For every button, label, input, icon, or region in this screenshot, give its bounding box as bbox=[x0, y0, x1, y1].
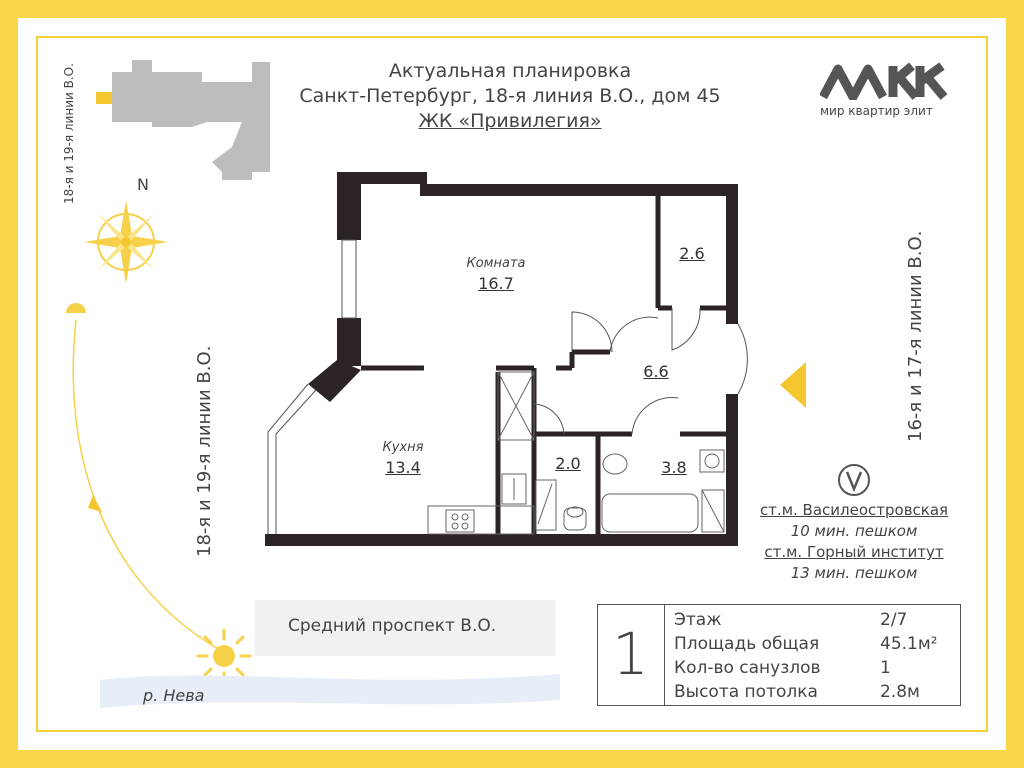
mke-logo-icon bbox=[820, 62, 948, 100]
sun-direction-arrow-icon bbox=[88, 495, 102, 512]
floor-plan bbox=[265, 172, 748, 546]
info-label-area: Площадь общая bbox=[674, 634, 820, 654]
logo-text: мир квартир элит bbox=[820, 104, 933, 118]
room-area-kitchen: 13.4 bbox=[385, 458, 421, 477]
site-map bbox=[96, 60, 270, 180]
info-table bbox=[597, 604, 961, 706]
address: Санкт-Петербург, 18-я линия В.О., дом 45 bbox=[299, 85, 721, 107]
metro-station-1: ст.м. Василеостровская bbox=[759, 501, 949, 519]
rooms-count: 1 bbox=[597, 604, 665, 706]
sun-icon bbox=[196, 628, 252, 684]
room-label-komnata: Комната bbox=[466, 256, 526, 271]
sunrise-icon bbox=[66, 303, 86, 313]
metro-time-2: 13 мин. пешком bbox=[790, 564, 918, 582]
street-label-bottom: Средний проспект В.О. bbox=[288, 616, 497, 636]
north-label: N bbox=[137, 175, 149, 194]
room-area-storage: 2.6 bbox=[679, 244, 705, 263]
info-label-floor: Этаж bbox=[674, 610, 722, 630]
room-label-kitchen: Кухня bbox=[382, 440, 424, 455]
info-value-area: 45.1м² bbox=[880, 634, 938, 654]
room-area-komnata: 16.7 bbox=[478, 274, 514, 293]
info-value-bathrooms: 1 bbox=[880, 658, 891, 678]
plan-title: Актуальная планировка bbox=[388, 60, 632, 82]
info-value-floor: 2/7 bbox=[880, 610, 908, 630]
sun-path bbox=[66, 303, 221, 651]
street-band bbox=[255, 600, 555, 656]
metro-icon bbox=[838, 464, 870, 496]
info-label-bathrooms: Кол-во санузлов bbox=[674, 658, 821, 678]
room-area-wc: 2.0 bbox=[555, 454, 581, 473]
inner-frame bbox=[36, 36, 988, 732]
info-label-ceiling: Высота потолка bbox=[674, 682, 818, 702]
metro-station-2: ст.м. Горный институт bbox=[764, 543, 944, 561]
room-area-hall: 6.6 bbox=[643, 362, 669, 381]
street-label-right: 16-я и 17-я линии В.О. bbox=[905, 230, 926, 442]
complex-name: ЖК «Привилегия» bbox=[418, 110, 602, 132]
room-area-bathroom: 3.8 bbox=[661, 458, 687, 477]
entrance-marker-icon bbox=[780, 362, 806, 408]
metro-time-1: 10 мин. пешком bbox=[790, 522, 918, 540]
compass-rose-icon bbox=[84, 200, 168, 284]
street-label-top-left: 18-я и 19-я линии В.О. bbox=[62, 63, 76, 204]
info-value-ceiling: 2.8м bbox=[880, 682, 920, 702]
river-label: р. Нева bbox=[143, 686, 205, 705]
river-band bbox=[100, 674, 560, 708]
